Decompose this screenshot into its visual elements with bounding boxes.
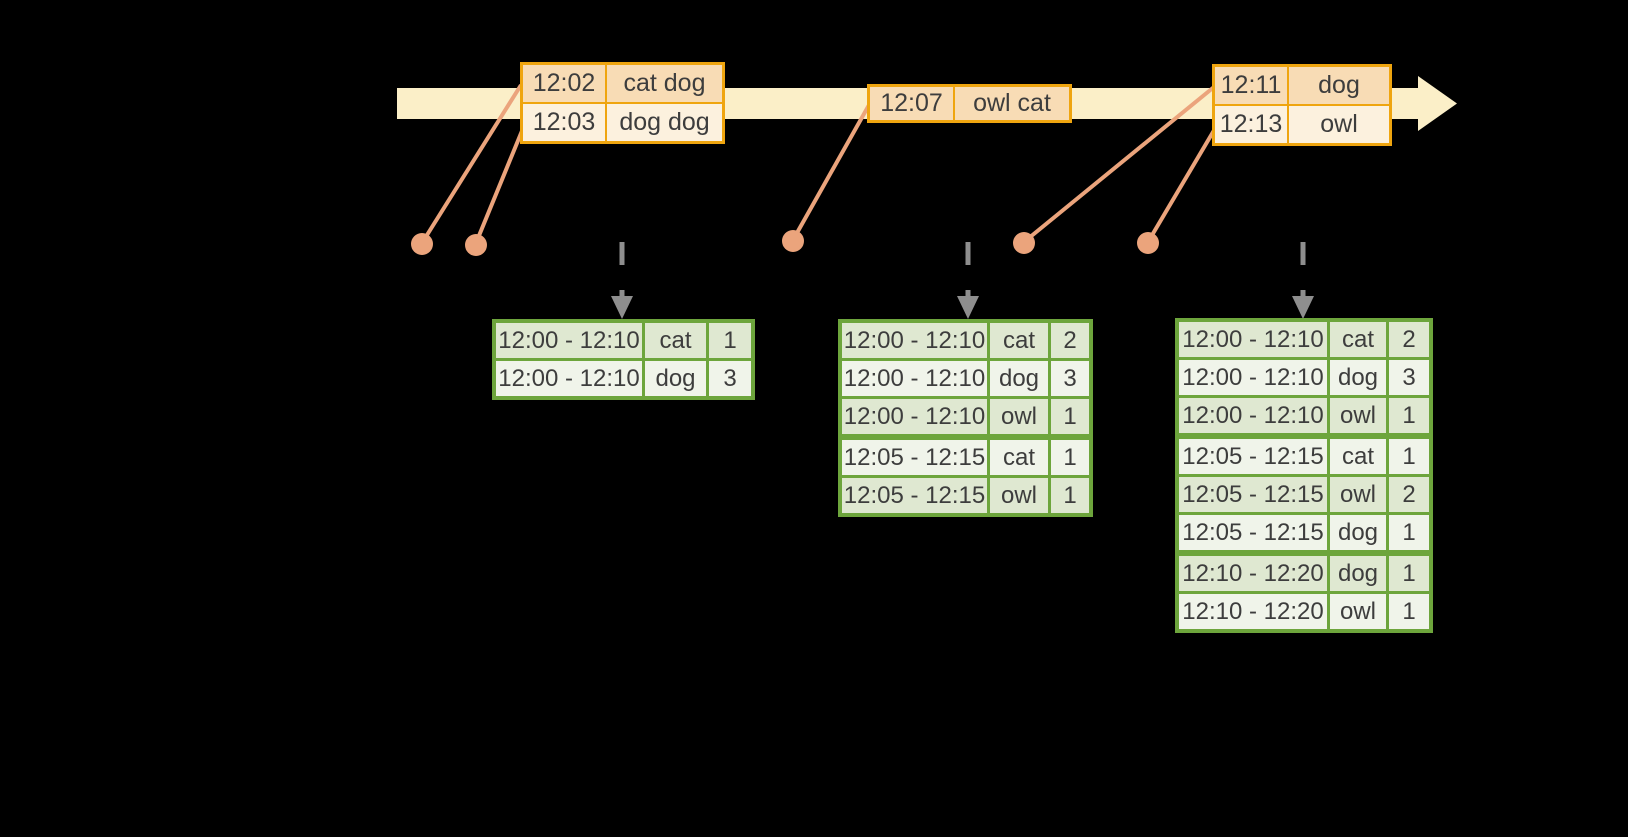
connector-line-4: [1022, 85, 1216, 244]
word-cell: owl: [1330, 398, 1386, 433]
connector-lines: [420, 83, 1218, 245]
trigger-arrowheads: [611, 296, 1314, 319]
window-range-cell: 12:00 - 12:10: [496, 323, 642, 358]
count-cell: 1: [1389, 398, 1429, 433]
count-cell: 1: [1051, 399, 1089, 434]
word-cell: dog: [1330, 360, 1386, 395]
window-range-cell: 12:10 - 12:20: [1179, 594, 1327, 629]
event-words-cell: owl cat: [955, 87, 1069, 120]
window-range-cell: 12:05 - 12:15: [1179, 439, 1327, 474]
count-cell: 3: [709, 361, 751, 396]
window-range-cell: 12:00 - 12:10: [842, 399, 987, 434]
word-cell: dog: [645, 361, 706, 396]
timeline-arrowhead-icon: [1418, 76, 1457, 131]
word-cell: cat: [1330, 322, 1386, 357]
trigger-arrowhead-icon-2: [957, 296, 979, 319]
connector-line-1: [420, 83, 523, 245]
event-time-cell: 12:07: [870, 87, 953, 120]
word-cell: dog: [1330, 515, 1386, 550]
event-time-cell: 12:02: [523, 65, 605, 102]
word-cell: cat: [990, 323, 1048, 358]
event-words-cell: dog dog: [607, 104, 722, 141]
event-dot-2: [465, 234, 487, 256]
event-dot-4: [1013, 232, 1035, 254]
count-cell: 3: [1389, 360, 1429, 395]
window-range-cell: 12:05 - 12:15: [842, 478, 987, 513]
window-range-cell: 12:05 - 12:15: [1179, 477, 1327, 512]
count-cell: 2: [1389, 477, 1429, 512]
event-words-cell: dog: [1289, 67, 1389, 104]
window-range-cell: 12:00 - 12:10: [842, 323, 987, 358]
trigger-arrow-lines: [619, 242, 1306, 303]
window-range-cell: 12:05 - 12:15: [1179, 515, 1327, 550]
window-range-cell: 12:00 - 12:10: [842, 361, 987, 396]
word-cell: owl: [990, 478, 1048, 513]
connector-line-2: [474, 125, 526, 244]
trigger-arrowhead-icon-3: [1292, 296, 1314, 319]
count-cell: 2: [1051, 323, 1089, 358]
event-dots: [411, 230, 1159, 256]
window-range-cell: 12:10 - 12:20: [1179, 556, 1327, 591]
connector-line-5: [1146, 125, 1218, 244]
event-time-cell: 12:03: [523, 104, 605, 141]
word-cell: owl: [990, 399, 1048, 434]
count-cell: 1: [1051, 478, 1089, 513]
count-cell: 1: [1389, 439, 1429, 474]
window-range-cell: 12:00 - 12:10: [1179, 398, 1327, 433]
event-dot-3: [782, 230, 804, 252]
event-words-cell: cat dog: [607, 65, 722, 102]
word-cell: dog: [990, 361, 1048, 396]
window-range-cell: 12:00 - 12:10: [496, 361, 642, 396]
count-cell: 1: [1051, 440, 1089, 475]
event-dot-5: [1137, 232, 1159, 254]
event-dot-1: [411, 233, 433, 255]
word-cell: owl: [1330, 594, 1386, 629]
word-cell: cat: [1330, 439, 1386, 474]
word-cell: owl: [1330, 477, 1386, 512]
count-cell: 1: [1389, 515, 1429, 550]
event-time-cell: 12:11: [1215, 67, 1287, 104]
word-cell: dog: [1330, 556, 1386, 591]
window-range-cell: 12:05 - 12:15: [842, 440, 987, 475]
event-time-cell: 12:13: [1215, 106, 1287, 143]
connector-line-3: [791, 104, 871, 241]
word-cell: cat: [645, 323, 706, 358]
event-words-cell: owl: [1289, 106, 1389, 143]
window-range-cell: 12:00 - 12:10: [1179, 360, 1327, 395]
count-cell: 1: [1389, 556, 1429, 591]
word-cell: cat: [990, 440, 1048, 475]
count-cell: 2: [1389, 322, 1429, 357]
trigger-arrowhead-icon-1: [611, 296, 633, 319]
window-range-cell: 12:00 - 12:10: [1179, 322, 1327, 357]
count-cell: 3: [1051, 361, 1089, 396]
count-cell: 1: [709, 323, 751, 358]
count-cell: 1: [1389, 594, 1429, 629]
